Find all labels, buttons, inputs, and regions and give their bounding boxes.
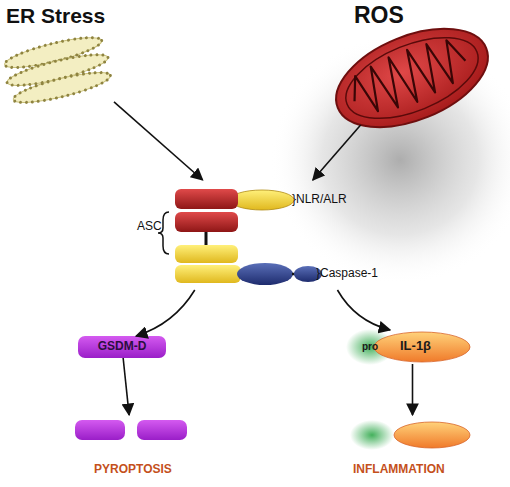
node-text: }NLR/ALR xyxy=(292,193,347,206)
node-text: }Caspase-1 xyxy=(316,267,378,280)
node-text: GSDM-D xyxy=(98,340,147,353)
node-text: IL-1β xyxy=(400,339,431,353)
node-text: pro xyxy=(362,341,378,352)
arrow-connector xyxy=(136,290,195,336)
arrow-connector xyxy=(337,290,390,330)
arrow-connector xyxy=(313,125,361,180)
node-text: PYROPTOSIS xyxy=(94,463,172,476)
mitochondrion xyxy=(322,9,502,147)
node-text: ASC xyxy=(137,220,162,233)
pyroptosis-node: PYROPTOSIS xyxy=(70,415,195,480)
arrow-connector xyxy=(412,364,414,415)
gsdmd-box: GSDM-D xyxy=(78,336,166,358)
inflammation-node: INFLAMMATION xyxy=(345,415,480,480)
ros-node: ROS xyxy=(330,0,500,125)
inflammasome-node: }NLR/ALR ASC }Caspase-1 xyxy=(130,180,400,290)
arrow-connector xyxy=(123,358,129,415)
node-text: INFLAMMATION xyxy=(353,463,445,476)
pro-il1b-shape xyxy=(346,329,470,365)
er-illustration xyxy=(1,31,115,109)
arrow-connector xyxy=(114,102,203,180)
pro-il1b-node: pro IL-1β xyxy=(350,330,475,364)
cleaved-gsdmd xyxy=(75,420,187,440)
node-text: ROS xyxy=(354,3,404,28)
cleaved-il1b xyxy=(350,420,470,450)
node-text: ER Stress xyxy=(6,4,105,27)
er-node: ER Stress xyxy=(2,0,114,105)
